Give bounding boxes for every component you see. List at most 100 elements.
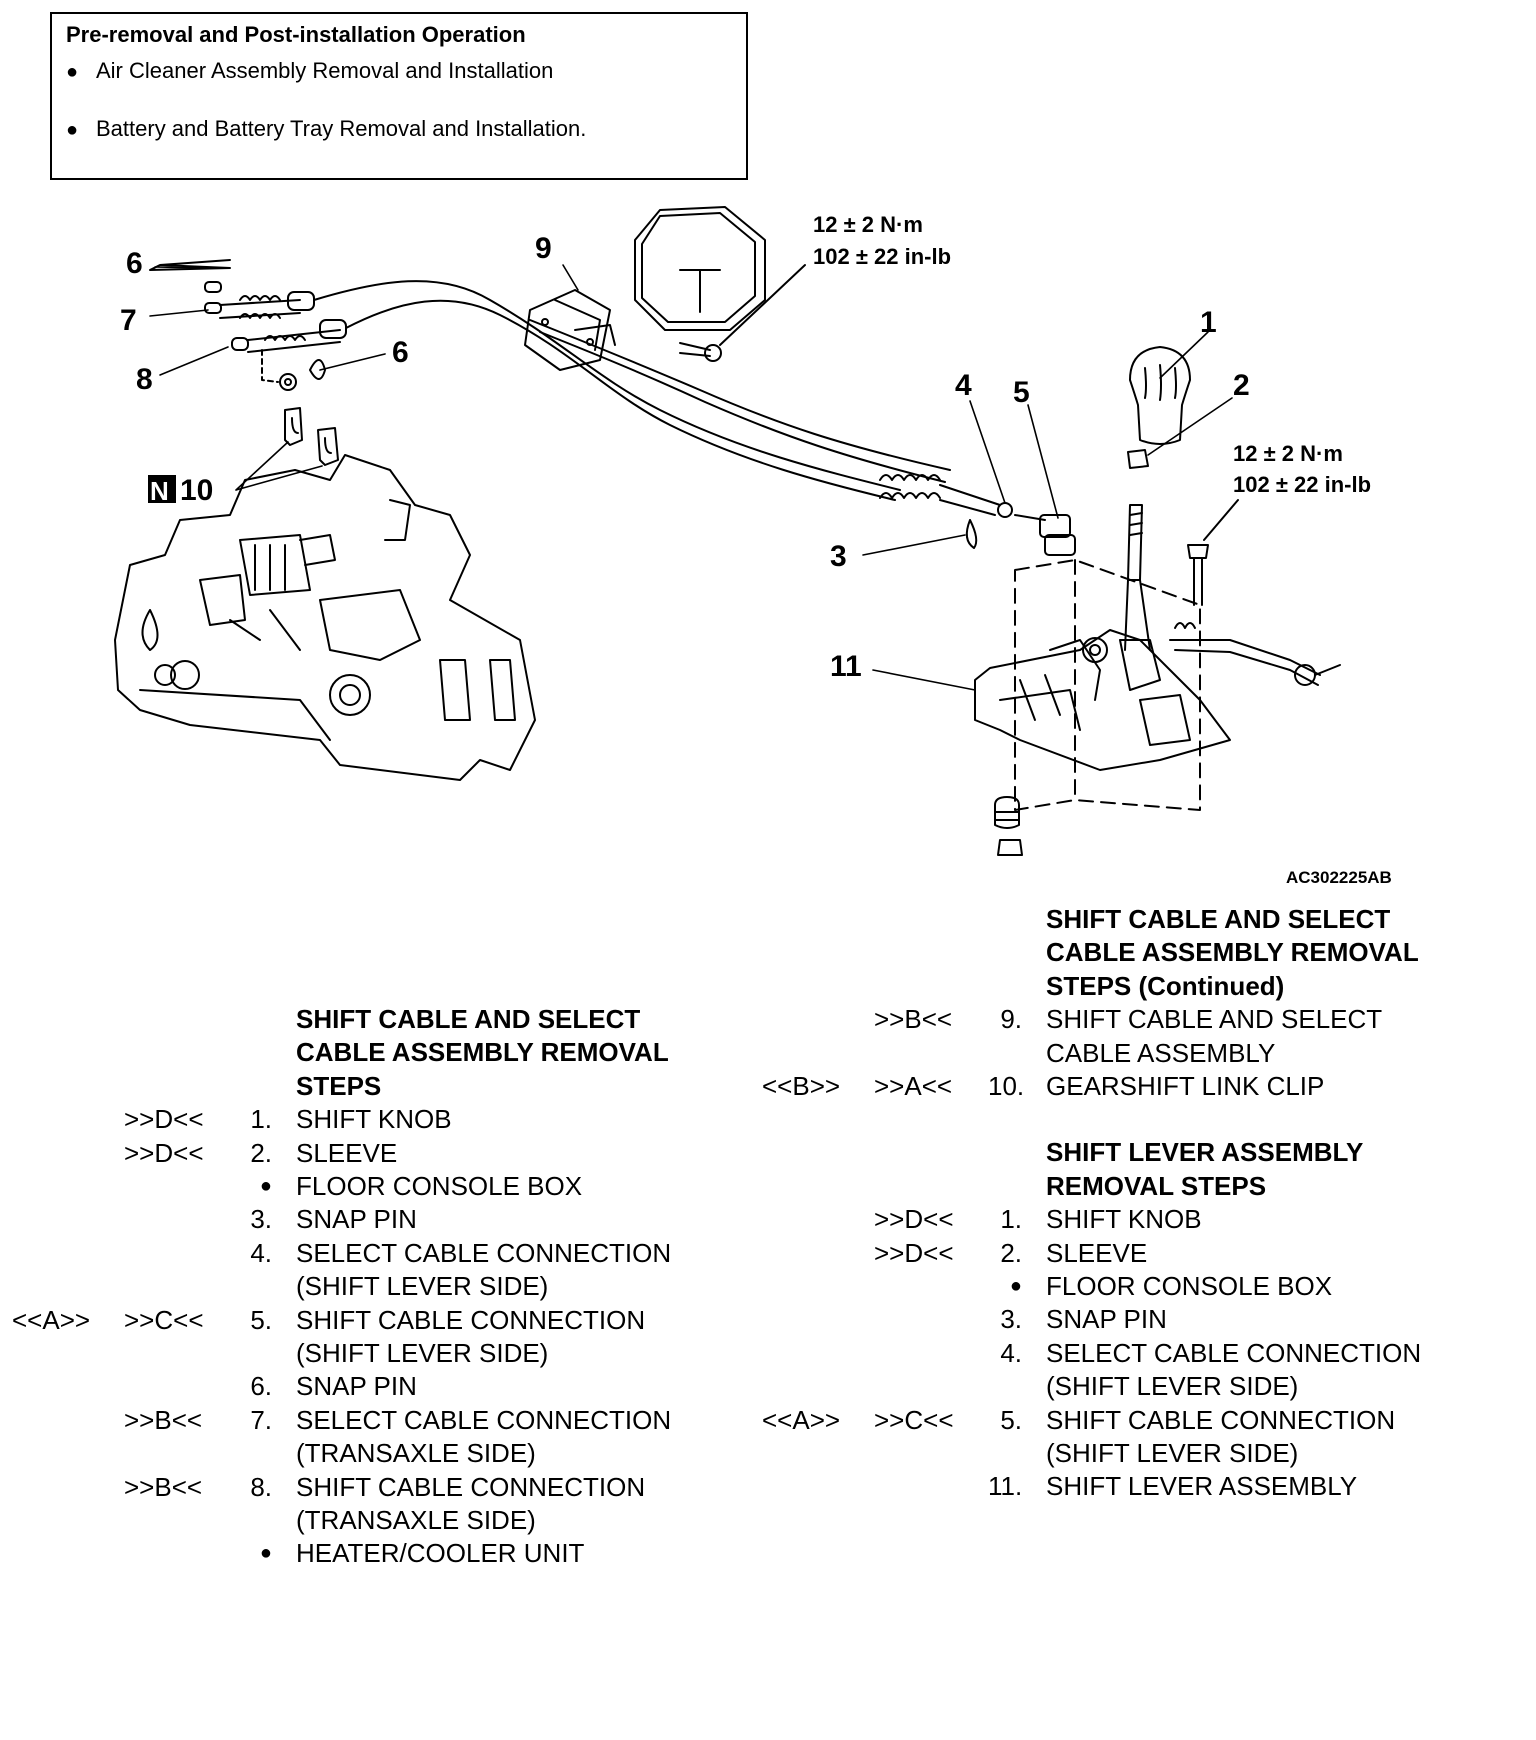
procedure-ref: >>C<< <box>124 1304 204 1335</box>
step-number: ● <box>1009 1274 1022 1297</box>
step-text: (TRANSAXLE SIDE) <box>296 1438 536 1469</box>
pre-removal-title: Pre-removal and Post-installation Operat… <box>66 22 526 47</box>
sleeve <box>1127 449 1149 469</box>
step-number: 10. <box>988 1071 1025 1101</box>
right-rows-2: >>D<<1.SHIFT KNOB>>D<<2.SLEEVE●FLOOR CON… <box>762 1203 1502 1504</box>
callout-3: 3 <box>830 540 847 573</box>
callout-11: 11 <box>830 650 862 683</box>
step-text: FLOOR CONSOLE BOX <box>1046 1270 1333 1301</box>
right-steps-list: SHIFT CABLE AND SELECT CABLE ASSEMBLY RE… <box>762 903 1502 1504</box>
step-number: 1. <box>250 1104 272 1135</box>
step-number: 1. <box>1000 1204 1022 1235</box>
torque-spec: 12 ± 2 N·m <box>813 212 923 237</box>
cables <box>313 280 951 501</box>
right-heading: SHIFT CABLE AND SELECT CABLE ASSEMBLY RE… <box>1046 904 1419 1001</box>
step-row: 3. SNAP PIN <box>12 1203 732 1236</box>
procedure-ref: >>B<< <box>874 1004 953 1035</box>
step-row: >>B<< 9. SHIFT CABLE AND SELECT <box>762 1003 1502 1036</box>
shift-lever-rod <box>1124 504 1151 651</box>
callout-10: 10 <box>180 474 213 507</box>
ref-mark: <<A>> <box>762 1404 841 1435</box>
step-row: 4. SELECT CABLE CONNECTION <box>12 1237 732 1270</box>
n-mark: N <box>150 476 169 506</box>
step-number: 9. <box>1000 1004 1022 1035</box>
grommet <box>994 796 1023 856</box>
step-row: 11. SHIFT LEVER ASSEMBLY <box>762 1470 1502 1503</box>
step-text: SNAP PIN <box>296 1371 417 1402</box>
step-number: 7. <box>250 1404 272 1435</box>
transaxle-cable-ends <box>149 259 347 391</box>
gearshift-link-clips <box>284 407 339 466</box>
step-text: SELECT CABLE CONNECTION <box>296 1237 672 1268</box>
procedure-ref: >>D<< <box>124 1137 204 1168</box>
step-row: <<A>> >>C<< 5. SHIFT CABLE CONNECTION <box>12 1304 732 1337</box>
step-number: ● <box>259 1542 272 1565</box>
step-row: ● FLOOR CONSOLE BOX <box>762 1270 1502 1303</box>
callout-6: 6 <box>126 247 143 280</box>
pre-removal-box: Pre-removal and Post-installation Operat… <box>50 12 748 180</box>
callout-6: 6 <box>392 336 409 369</box>
step-text: SHIFT CABLE CONNECTION <box>1046 1404 1396 1435</box>
step-row: >>B<< 7. SELECT CABLE CONNECTION <box>12 1404 732 1437</box>
pre-removal-item: ●Air Cleaner Assembly Removal and Instal… <box>66 58 554 83</box>
cable-bracket <box>524 289 616 371</box>
figure-code: AC302225AB <box>1286 868 1392 887</box>
step-number: 5. <box>250 1304 272 1335</box>
step-row: >>D<<2.SLEEVE <box>762 1237 1502 1270</box>
n-mark-box <box>148 475 176 503</box>
step-text: (SHIFT LEVER SIDE) <box>296 1337 549 1368</box>
procedure-ref: >>B<< <box>124 1471 203 1502</box>
step-text: SHIFT CABLE CONNECTION <box>296 1304 646 1335</box>
step-row: <<A>>>>C<<5.SHIFT CABLE CONNECTION <box>762 1404 1502 1437</box>
step-row: (SHIFT LEVER SIDE) <box>12 1270 732 1303</box>
step-text: SLEEVE <box>296 1137 398 1168</box>
step-number: 8. <box>250 1471 272 1502</box>
step-text: SHIFT KNOB <box>296 1104 452 1135</box>
step-text: (SHIFT LEVER SIDE) <box>1046 1371 1299 1402</box>
step-number: 11. <box>988 1471 1023 1502</box>
bracket-bolt <box>679 264 806 362</box>
step-row: ● FLOOR CONSOLE BOX <box>12 1170 732 1203</box>
step-number: 3. <box>250 1204 272 1235</box>
shift-lever-assembly <box>974 622 1341 771</box>
step-text: FLOOR CONSOLE BOX <box>296 1171 583 1201</box>
step-text: SELECT CABLE CONNECTION <box>296 1404 672 1435</box>
octagon-plate <box>634 206 766 331</box>
callout-1: 1 <box>1200 306 1217 339</box>
step-row: >>D<< 2. SLEEVE <box>12 1137 732 1170</box>
step-row: >>B<<8.SHIFT CABLE CONNECTION <box>12 1471 732 1504</box>
step-row: (SHIFT LEVER SIDE) <box>762 1437 1502 1470</box>
step-text: SHIFT LEVER ASSEMBLY <box>1046 1471 1358 1502</box>
pre-removal-item: ●Battery and Battery Tray Removal and In… <box>66 116 587 141</box>
step-text: HEATER/COOLER UNIT <box>296 1538 585 1569</box>
procedure-ref: >>B<< <box>124 1404 203 1435</box>
step-row: (TRANSAXLE SIDE) <box>12 1504 732 1537</box>
step-text: SHIFT KNOB <box>1046 1204 1202 1235</box>
step-number: ● <box>259 1175 272 1197</box>
step-text: SHIFT CABLE AND SELECT <box>1046 1004 1383 1035</box>
procedure-ref: >>D<< <box>124 1104 204 1135</box>
step-number: 4. <box>1000 1337 1022 1368</box>
step-number: 2. <box>250 1137 272 1168</box>
step-text: SNAP PIN <box>296 1204 417 1235</box>
step-row: ● HEATER/COOLER UNIT <box>12 1537 732 1570</box>
leader-lines <box>149 264 1233 691</box>
step-row: <<B>>>>A<<10.GEARSHIFT LINK CLIP <box>762 1070 1502 1103</box>
step-row: >>D<< 1. SHIFT KNOB <box>12 1103 732 1136</box>
step-text: GEARSHIFT LINK CLIP <box>1046 1071 1325 1101</box>
left-rows: >>D<< 1. SHIFT KNOB >>D<< 2. SLEEVE ● FLOOR CON… <box>12 1103 732 1570</box>
step-row: (TRANSAXLE SIDE) <box>12 1437 732 1470</box>
step-text: (TRANSAXLE SIDE) <box>296 1504 536 1535</box>
shift-knob <box>1129 346 1191 445</box>
step-row: 6.SNAP PIN <box>12 1370 732 1403</box>
step-number: 4. <box>250 1237 272 1268</box>
left-steps-list: SHIFT CABLE AND SELECT CABLE ASSEMBLY RE… <box>12 1003 732 1571</box>
procedure-ref: >>A<< <box>874 1071 953 1101</box>
step-text: SLEEVE <box>1046 1237 1148 1268</box>
ref-mark: <<A>> <box>12 1304 91 1335</box>
step-text: (SHIFT LEVER SIDE) <box>1046 1437 1299 1468</box>
step-text: CABLE ASSEMBLY <box>1046 1037 1276 1068</box>
callout-5: 5 <box>1013 376 1030 409</box>
step-row: (SHIFT LEVER SIDE) <box>762 1370 1502 1403</box>
